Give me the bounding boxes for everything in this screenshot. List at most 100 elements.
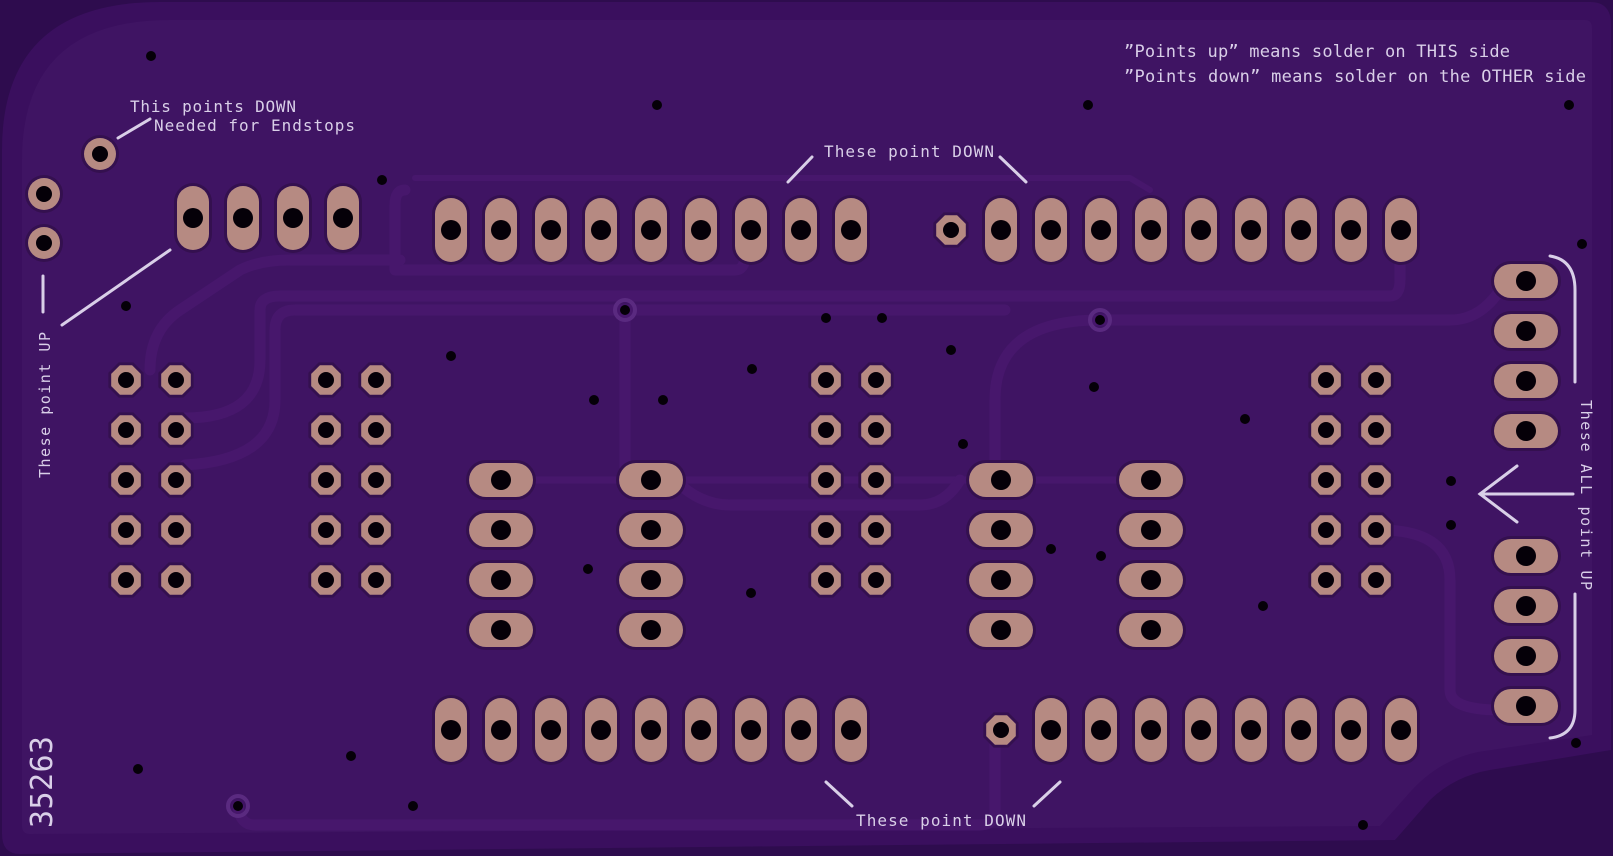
drill-hole [1368, 472, 1384, 488]
drill-hole [1091, 720, 1111, 740]
drill-hole [1516, 546, 1536, 566]
drill-hole [868, 372, 884, 388]
drill-hole [791, 720, 811, 740]
via [877, 313, 887, 323]
via [233, 801, 243, 811]
drill-hole [991, 470, 1011, 490]
drill-hole [868, 572, 884, 588]
via [1046, 544, 1056, 554]
drill-hole [318, 372, 334, 388]
via [1095, 315, 1105, 325]
drill-hole [1141, 220, 1161, 240]
drill-hole [1318, 522, 1334, 538]
drill-hole [1141, 520, 1161, 540]
via [958, 439, 968, 449]
via [589, 395, 599, 405]
drill-hole [1391, 720, 1411, 740]
drill-hole [591, 720, 611, 740]
drill-hole [318, 422, 334, 438]
drill-hole [691, 720, 711, 740]
note-points-down: ”Points down” means solder on the OTHER … [1124, 67, 1586, 87]
board-serial-number: 35263 [25, 736, 60, 828]
drill-hole [1516, 321, 1536, 341]
drill-hole [991, 620, 1011, 640]
drill-hole [1341, 220, 1361, 240]
via [821, 313, 831, 323]
drill-hole [1141, 570, 1161, 590]
via [1096, 551, 1106, 561]
drill-hole [818, 522, 834, 538]
drill-hole [1368, 522, 1384, 538]
via [146, 51, 156, 61]
drill-hole [1141, 620, 1161, 640]
drill-hole [1368, 422, 1384, 438]
via [1577, 239, 1587, 249]
label-bottom-header-down: These point DOWN [856, 811, 1026, 830]
via [746, 588, 756, 598]
drill-hole [1516, 596, 1536, 616]
via-rings [226, 298, 1112, 818]
drill-hole [491, 520, 511, 540]
drill-hole [491, 620, 511, 640]
drill-hole [368, 422, 384, 438]
drill-hole [641, 470, 661, 490]
drill-hole [36, 186, 52, 202]
via [446, 351, 456, 361]
via [1089, 382, 1099, 392]
drill-hole [641, 520, 661, 540]
drill-hole [318, 572, 334, 588]
via [1446, 520, 1456, 530]
drill-hole [168, 472, 184, 488]
drill-hole [118, 472, 134, 488]
drill-hole [318, 522, 334, 538]
drill-hole [368, 372, 384, 388]
drill-hole [991, 520, 1011, 540]
drill-hole [92, 146, 108, 162]
drill-hole [1318, 572, 1334, 588]
drill-hole [1141, 720, 1161, 740]
label-left-point-up: These point UP [36, 332, 54, 478]
drill-hole [741, 720, 761, 740]
via [1240, 414, 1250, 424]
drill-hole [1141, 470, 1161, 490]
drill-hole [441, 720, 461, 740]
drill-hole [991, 220, 1011, 240]
drill-hole [993, 722, 1009, 738]
drill-hole [318, 472, 334, 488]
drill-hole [1318, 422, 1334, 438]
drill-hole [491, 220, 511, 240]
via [346, 751, 356, 761]
via [747, 364, 757, 374]
drill-hole [841, 720, 861, 740]
drill-hole [118, 422, 134, 438]
drill-hole [491, 720, 511, 740]
drill-hole [118, 572, 134, 588]
note-points-up: ”Points up” means solder on THIS side [1124, 42, 1510, 62]
drill-hole [1291, 220, 1311, 240]
drill-hole [791, 220, 811, 240]
label-endstop-needed: Needed for Endstops [154, 116, 355, 135]
label-top-header-down: These point DOWN [824, 142, 994, 161]
drill-hole [1368, 572, 1384, 588]
drill-hole [183, 208, 203, 228]
drill-hole [1516, 421, 1536, 441]
drill-hole [741, 220, 761, 240]
drill-hole [368, 472, 384, 488]
drill-hole [641, 570, 661, 590]
drill-hole [868, 422, 884, 438]
drill-hole [641, 620, 661, 640]
drill-hole [841, 220, 861, 240]
drill-hole [368, 572, 384, 588]
copper-traces [144, 175, 1506, 831]
drill-hole [1241, 720, 1261, 740]
drill-hole [118, 522, 134, 538]
drill-hole [491, 570, 511, 590]
via [1571, 738, 1581, 748]
drill-hole [818, 572, 834, 588]
drill-hole [168, 572, 184, 588]
via [652, 100, 662, 110]
drill-hole [1516, 271, 1536, 291]
silkscreen-lines [41, 117, 1577, 808]
drill-hole [283, 208, 303, 228]
